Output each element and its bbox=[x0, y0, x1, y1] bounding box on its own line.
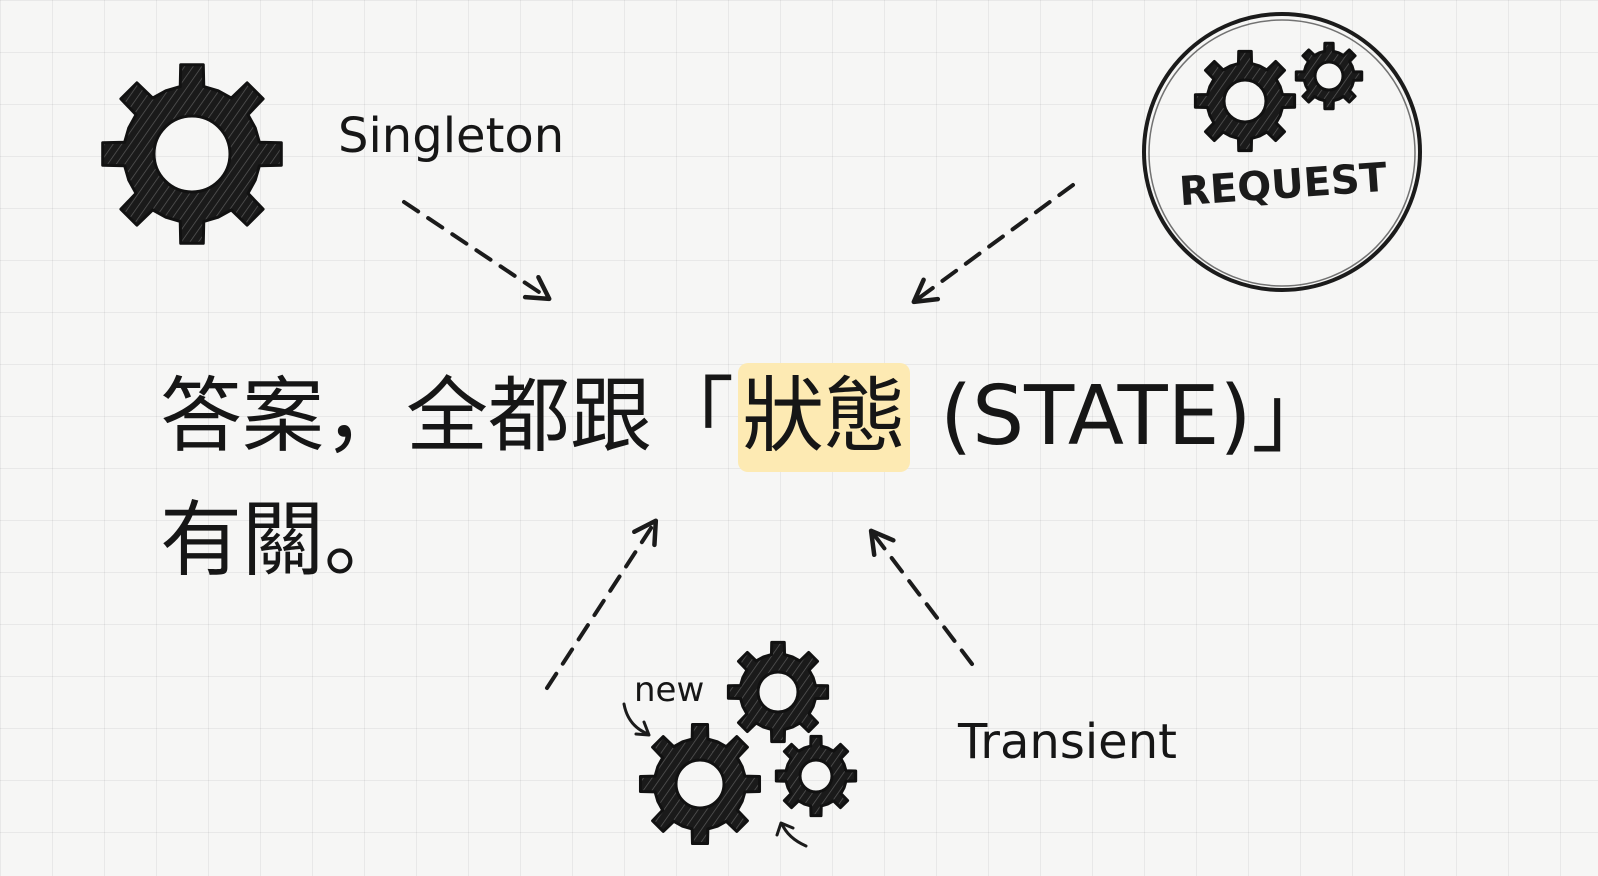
gear-shape bbox=[1294, 41, 1364, 111]
singleton-dashed-arrow-icon bbox=[402, 200, 552, 302]
cluster-right-gear-icon bbox=[774, 734, 858, 818]
transient-label: Transient bbox=[958, 714, 1177, 770]
request-label: REQUEST bbox=[1178, 155, 1389, 215]
singleton-label: Singleton bbox=[338, 108, 565, 164]
headline-line-1: 答案，全都跟「狀態 (STATE)」 bbox=[160, 363, 1333, 472]
request-small-gear-icon bbox=[1294, 41, 1364, 111]
transient-dashed-arrow-icon bbox=[868, 528, 974, 666]
singleton-gear-icon bbox=[101, 63, 283, 245]
cluster-left-gear-icon bbox=[638, 722, 762, 846]
gear-shape bbox=[101, 63, 283, 245]
headline-line-2: 有關。 bbox=[160, 493, 407, 588]
transient-gear-cluster-icon bbox=[638, 640, 858, 846]
gear-shape bbox=[638, 722, 762, 846]
request-badge: REQUEST bbox=[1142, 12, 1422, 292]
new-curved-arrow-icon bbox=[622, 702, 650, 736]
state-highlight: 狀態 bbox=[738, 363, 911, 472]
new-label: new bbox=[634, 670, 705, 710]
headline-text-before: 答案，全都跟「 bbox=[160, 369, 735, 464]
headline-text-after: (STATE)」 bbox=[914, 369, 1334, 464]
bottom-curved-arrow-icon bbox=[780, 822, 808, 848]
cluster-dashed-arrow-icon bbox=[545, 518, 659, 690]
request-large-gear-icon bbox=[1193, 49, 1297, 153]
gear-shape bbox=[726, 640, 830, 744]
request-dashed-arrow-icon bbox=[911, 183, 1075, 305]
cluster-top-gear-icon bbox=[726, 640, 830, 744]
gear-shape bbox=[774, 734, 858, 818]
gear-shape bbox=[1193, 49, 1297, 153]
